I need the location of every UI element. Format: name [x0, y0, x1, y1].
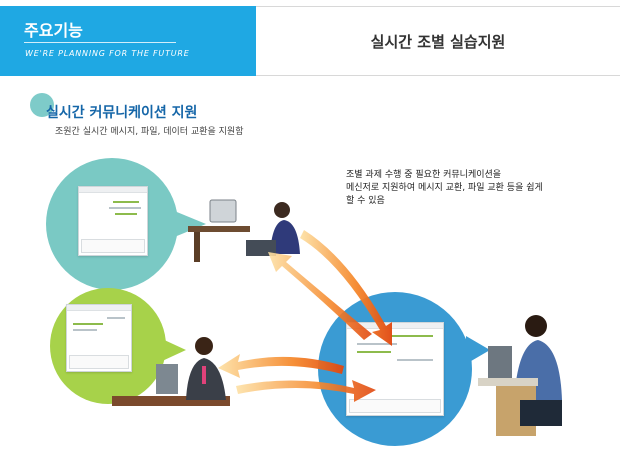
chat-bubble-tail: [466, 336, 490, 364]
description-line: 메신저로 지원하여 메시지 교환, 파일 교환 등을 쉽게: [346, 183, 543, 193]
chat-bubble-tail: [172, 210, 206, 238]
header-tagline: WE'RE PLANNING FOR THE FUTURE: [25, 49, 190, 58]
chat-bubble-tail: [160, 338, 186, 362]
messenger-window-thumbnail: [346, 322, 444, 416]
section-title: 실시간 커뮤니케이션 지원: [46, 105, 198, 121]
header: 주요기능 WE'RE PLANNING FOR THE FUTURE 실시간 조…: [0, 0, 620, 76]
messenger-window-thumbnail: [78, 186, 148, 256]
header-title: 주요기능: [24, 21, 83, 40]
header-brand-panel: 주요기능 WE'RE PLANNING FOR THE FUTURE: [0, 6, 256, 76]
section-subtitle: 조원간 실시간 메시지, 파일, 데이터 교환을 지원함: [55, 127, 244, 137]
messenger-window-thumbnail: [66, 304, 132, 372]
description: 조별 과제 수행 중 필요한 커뮤니케이션을 메신저로 지원하여 메시지 교환,…: [346, 169, 586, 208]
page-title: 실시간 조별 실습지원: [370, 33, 506, 51]
description-line: 조별 과제 수행 중 필요한 커뮤니케이션을: [346, 170, 502, 180]
header-title-panel: 실시간 조별 실습지원: [256, 6, 620, 76]
section-bullet-icon: [30, 93, 54, 117]
header-divider: [24, 42, 176, 43]
description-line: 할 수 있음: [346, 196, 385, 206]
